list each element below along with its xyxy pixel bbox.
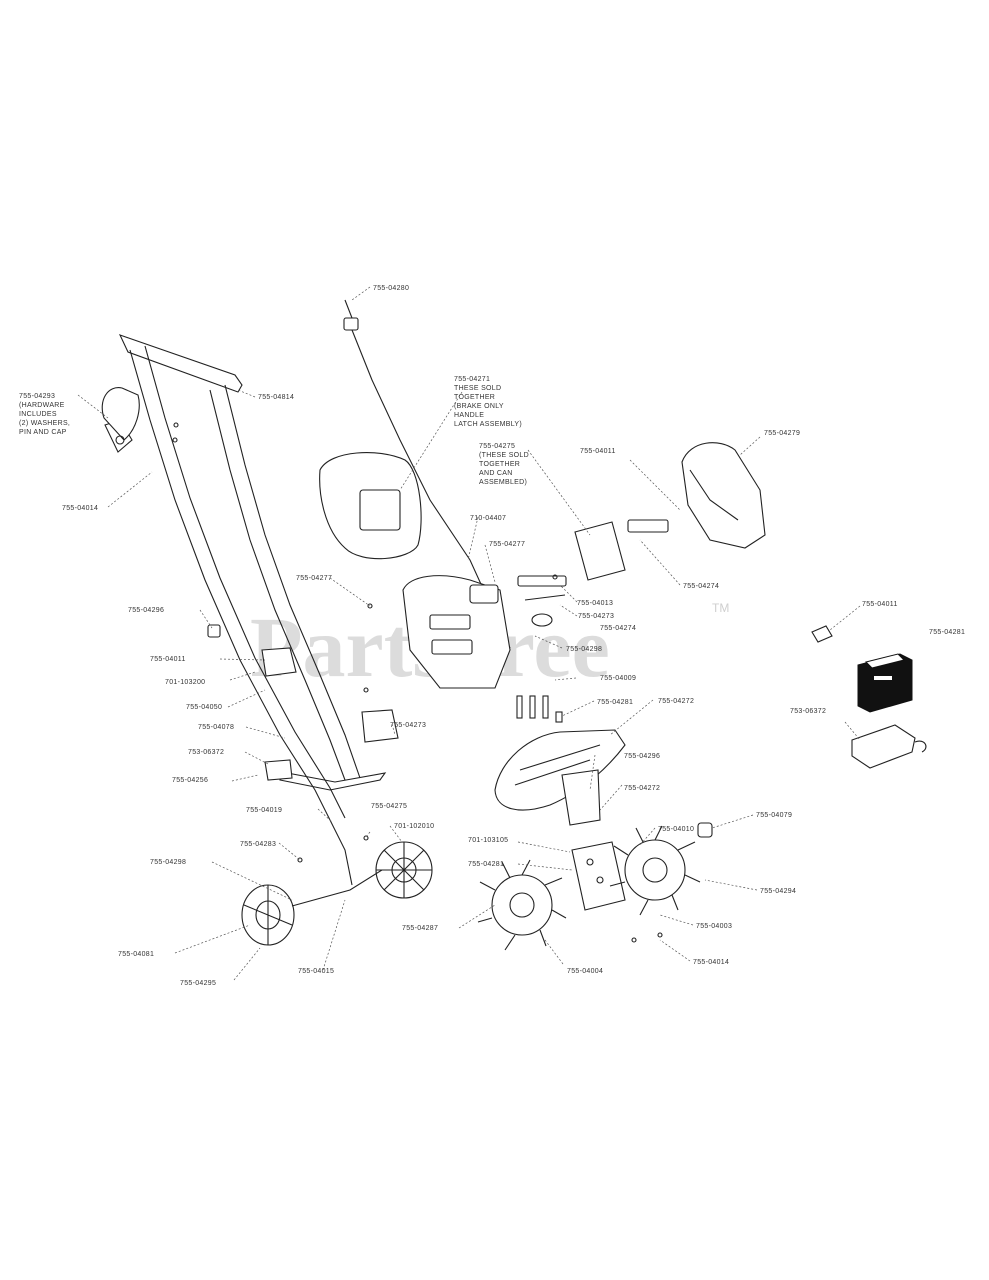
callout-label: 755-04271 (454, 376, 490, 383)
tine-bracket-part (571, 841, 626, 911)
callout-label: 755-04014 (62, 505, 98, 512)
callout-note-line: ASSEMBLED) (479, 479, 527, 486)
callout-label: 701-103105 (468, 837, 508, 844)
callout-label: 755-04079 (756, 812, 792, 819)
motor-cover-part (681, 442, 766, 549)
callout-label: 710-04407 (470, 515, 506, 522)
callout-label: 755-04298 (566, 646, 602, 653)
safety-key-part (811, 625, 833, 643)
callout-label: 755-04281 (468, 861, 504, 868)
callout-label: 755-04295 (180, 980, 216, 987)
callout-note-line: AND CAN (479, 470, 513, 477)
callout-label: 755-04003 (696, 923, 732, 930)
shield-part (319, 452, 422, 560)
callout-note-line: INCLUDES (19, 411, 57, 418)
callout-label: 755-04272 (658, 698, 694, 705)
callout-label: 755-04814 (258, 394, 294, 401)
callout-label: 755-04010 (658, 826, 694, 833)
callout-label: 755-04287 (402, 925, 438, 932)
callout-label: 755-04019 (246, 807, 282, 814)
callout-label: 755-04014 (693, 959, 729, 966)
callout-label: 755-04274 (600, 625, 636, 632)
callout-note-line: THESE SOLD (454, 385, 501, 392)
callout-label: 701-102010 (394, 823, 434, 830)
callout-label: 755-04009 (600, 675, 636, 682)
callout-label: 755-04011 (150, 656, 186, 663)
callout-label: 755-04081 (118, 951, 154, 958)
callout-label: 755-04277 (489, 541, 525, 548)
gear-cover-part (494, 729, 626, 811)
handle-part (104, 334, 399, 821)
callout-label: 755-04050 (186, 704, 222, 711)
callout-label: 755-04294 (760, 888, 796, 895)
callout-label: 755-04296 (624, 753, 660, 760)
callout-label: 755-04011 (580, 448, 616, 455)
callout-note-line: PIN AND CAP (19, 429, 67, 436)
switch-box-part (402, 575, 511, 689)
motor-part (574, 519, 669, 581)
callout-note-line: (THESE SOLD (479, 452, 529, 459)
callout-label: 755-04273 (578, 613, 614, 620)
cable-part (343, 299, 511, 649)
tine-cap-part (697, 822, 713, 838)
tine-left-part (477, 859, 567, 951)
callout-label: 755-04298 (150, 859, 186, 866)
callout-label: 755-04277 (296, 575, 332, 582)
bolts-part (516, 695, 563, 723)
callout-label: 701-103200 (165, 679, 205, 686)
callout-label: 755-04013 (577, 600, 613, 607)
fasteners-part (172, 422, 663, 943)
tine-right-part (609, 825, 701, 916)
callout-label: 755-04004 (567, 968, 603, 975)
watermark-trademark: TM (712, 601, 729, 615)
callout-label: 755-04272 (624, 785, 660, 792)
callout-note-line: TOGETHER (479, 461, 520, 468)
callout-label: 755-04274 (683, 583, 719, 590)
callout-label: 755-04279 (764, 430, 800, 437)
rear-wheel-part (375, 841, 433, 899)
handle-grip-part (101, 387, 140, 445)
callout-note-line: (BRAKE ONLY (454, 403, 504, 410)
callout-label: 755-04296 (128, 607, 164, 614)
latch-plate-part (517, 575, 567, 627)
callout-label: 755-04078 (198, 724, 234, 731)
callout-note-line: (2) WASHERS, (19, 420, 70, 427)
callout-label: 755-04283 (240, 841, 276, 848)
front-wheel-part (241, 884, 295, 946)
callout-label: 755-04293 (19, 393, 55, 400)
callout-label: 755-04015 (298, 968, 334, 975)
charger-part (851, 724, 927, 769)
shaft-housing-part (561, 769, 601, 826)
callout-note-line: HANDLE (454, 412, 484, 419)
callout-note-line: TOGETHER (454, 394, 495, 401)
callout-label: 753-06372 (188, 749, 224, 756)
callout-label: 755-04280 (373, 285, 409, 292)
callout-label: 755-04273 (390, 722, 426, 729)
callout-note-line: LATCH ASSEMBLY) (454, 421, 522, 428)
callout-note-line: (HARDWARE (19, 402, 65, 409)
callout-labels: 755-04280 755-04271 THESE SOLD TOGETHER … (19, 285, 965, 987)
wheel-axle-part (291, 819, 383, 907)
callout-label: 753-06372 (790, 708, 826, 715)
callout-label: 755-04281 (597, 699, 633, 706)
callout-label: 755-04011 (862, 601, 898, 608)
callout-label: 755-04281 (929, 629, 965, 636)
leader-lines (77, 286, 861, 981)
callout-label: 755-04256 (172, 777, 208, 784)
callout-label: 755-04275 (479, 443, 515, 450)
callout-label: 755-04275 (371, 803, 407, 810)
battery-part (857, 653, 913, 713)
